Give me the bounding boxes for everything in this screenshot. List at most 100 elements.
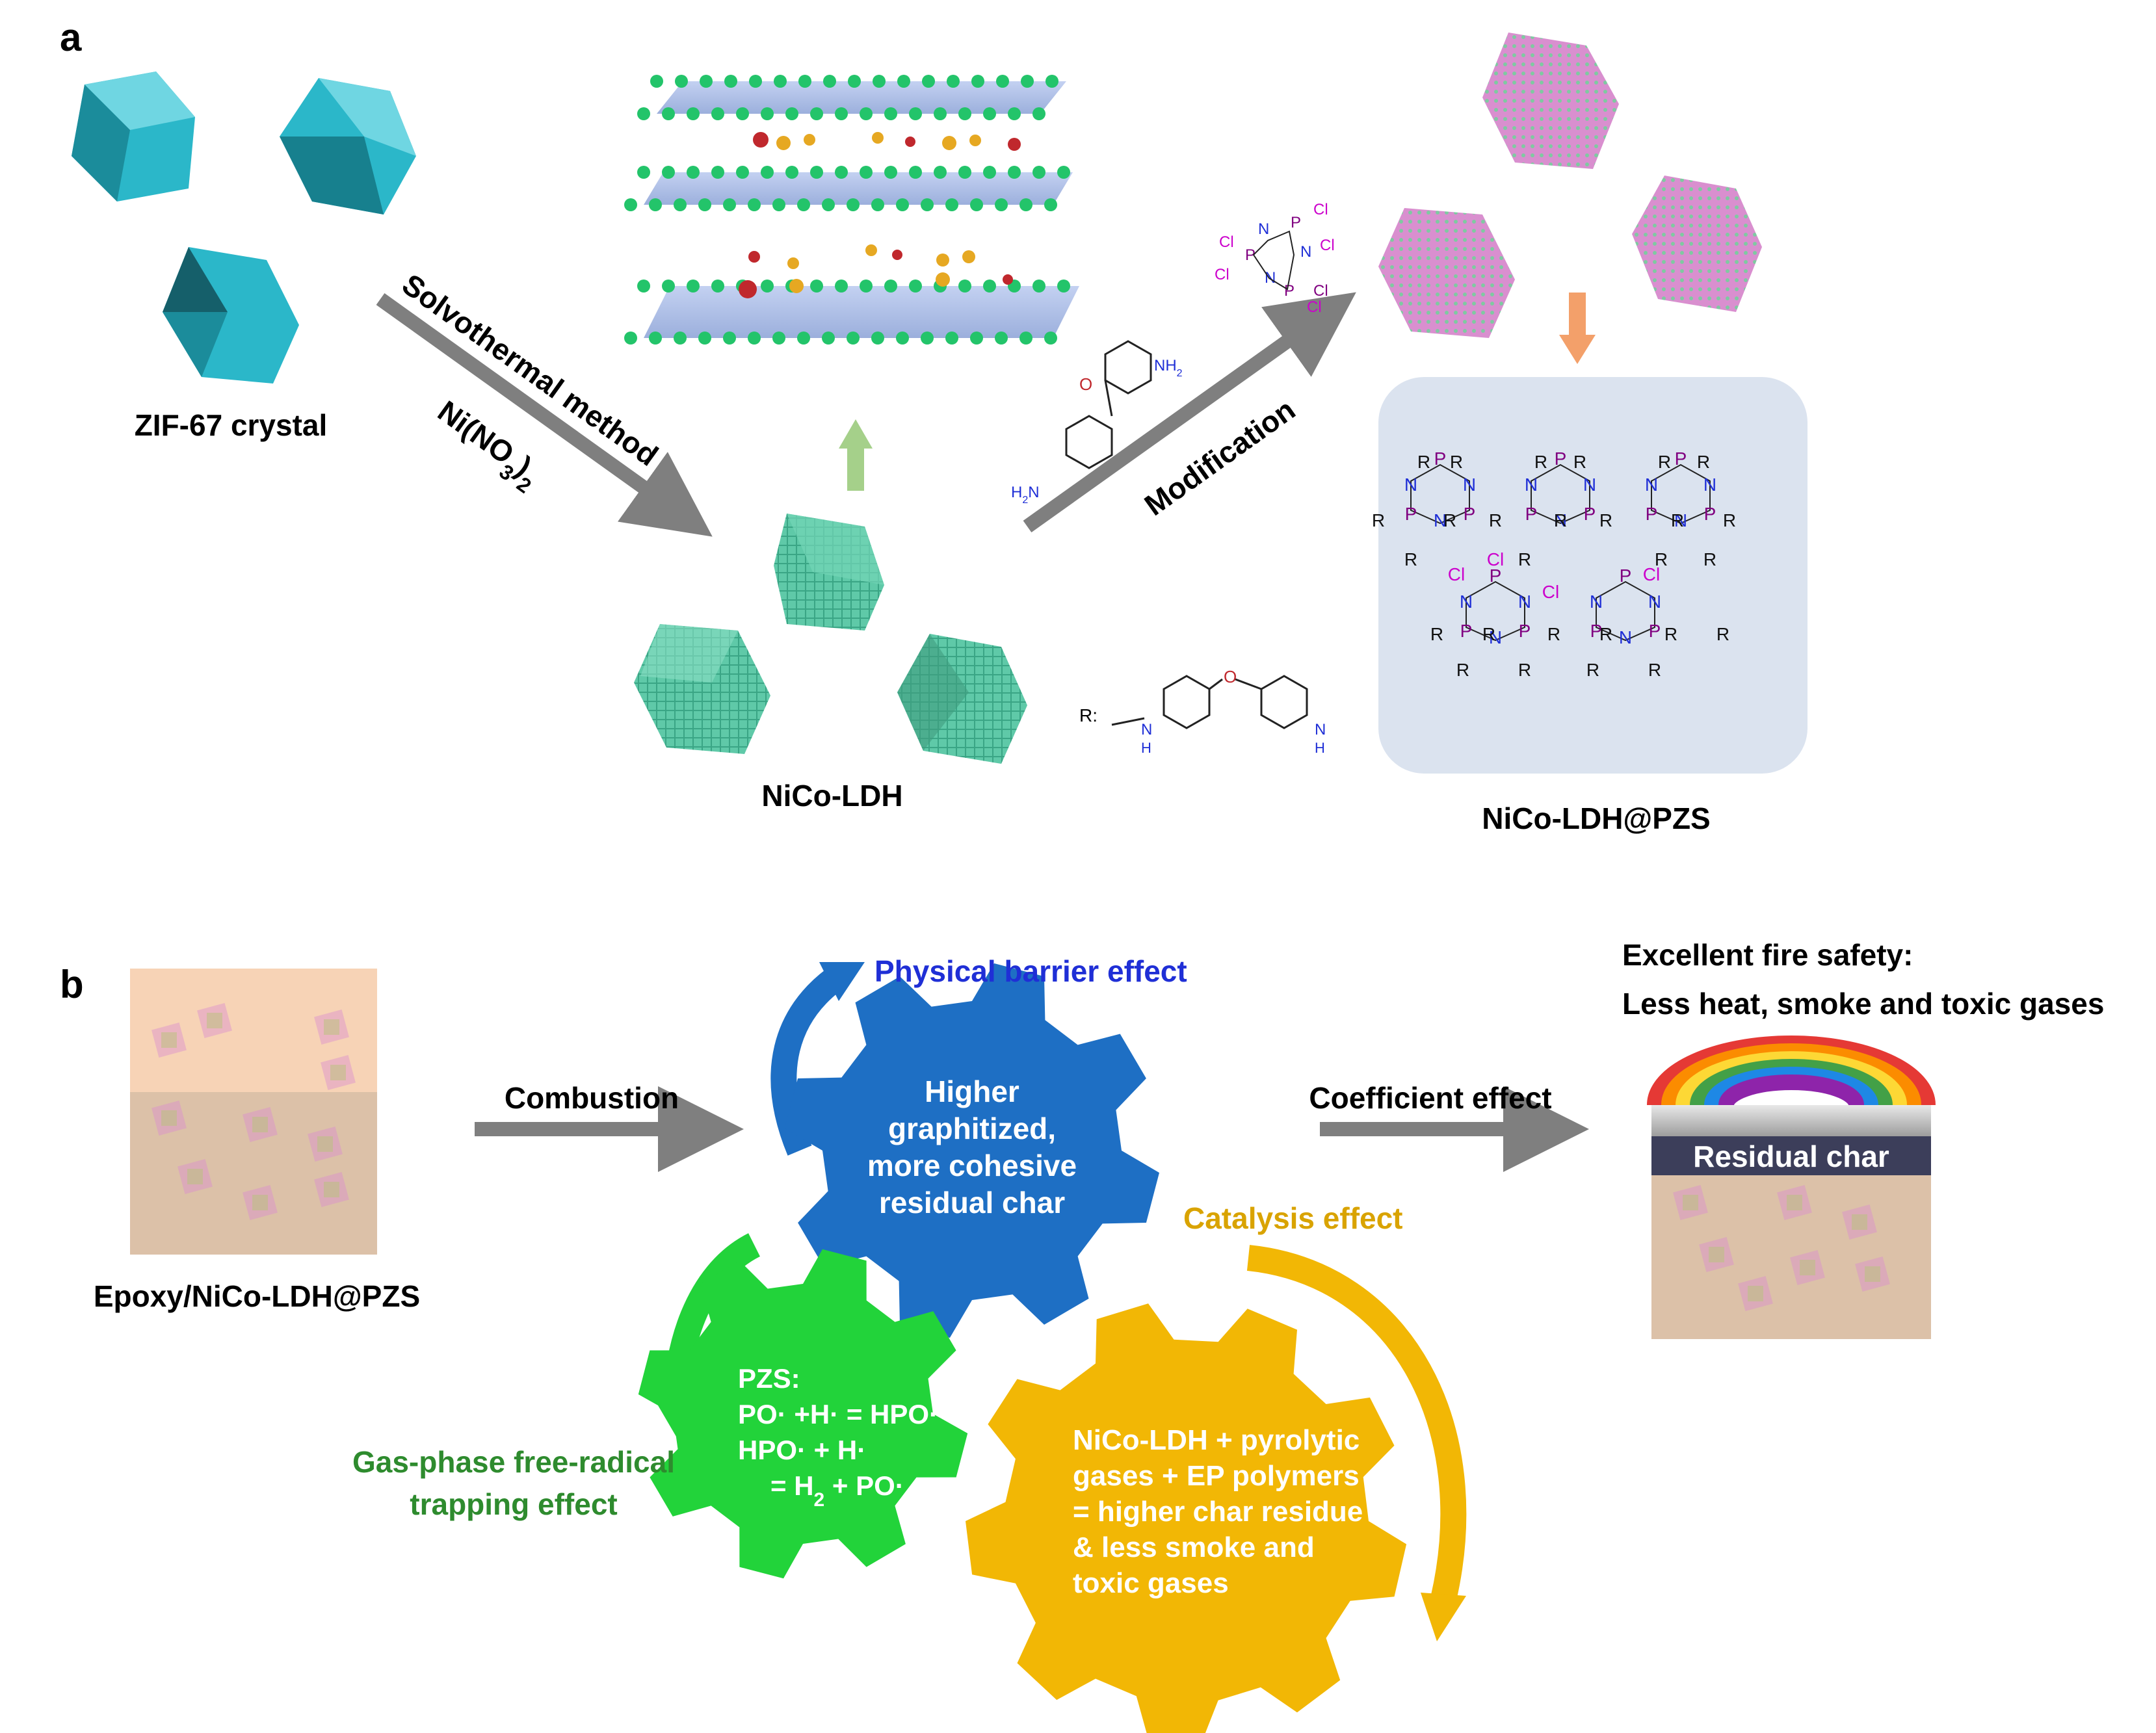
svg-text:P: P (1555, 449, 1567, 469)
oda-molecule: O NH2 H2N (1011, 340, 1183, 506)
panel-b-label: b (60, 963, 84, 1006)
svg-text:R: R (1518, 660, 1531, 680)
svg-text:R: R (1417, 452, 1430, 472)
epoxy-caption: Epoxy/NiCo-LDH@PZS (94, 1279, 420, 1313)
epoxy-composite-cube: Epoxy/NiCo-LDH@PZS (94, 969, 420, 1313)
svg-text:R:: R: (1079, 705, 1098, 725)
ldh-atoms (624, 75, 1070, 345)
panel-b: b Epoxy/NiCo-LDH@PZS Combustion (60, 938, 2104, 1733)
svg-text:Cl: Cl (1313, 201, 1328, 218)
svg-text:N: N (1489, 627, 1502, 647)
zif-crystal-2 (280, 78, 416, 215)
barrier-arrowhead (819, 962, 865, 1001)
green-gear-line-1: PZS: (738, 1363, 800, 1394)
physical-barrier-label: Physical barrier effect (874, 954, 1187, 988)
panel-a-label: a (60, 16, 82, 59)
char-inclusions (1673, 1185, 1890, 1311)
solvothermal-label: Solvothermal method (396, 267, 664, 473)
svg-text:N: N (1258, 220, 1269, 238)
svg-text:R: R (1450, 452, 1463, 472)
svg-text:Cl: Cl (1307, 298, 1322, 316)
svg-text:Cl: Cl (1313, 282, 1328, 300)
svg-text:P: P (1584, 504, 1596, 524)
pzs-particle-1 (1482, 33, 1619, 169)
panel-a: a ZIF-67 crystal Solvothermal m (60, 16, 1808, 835)
svg-text:P: P (1675, 449, 1687, 469)
svg-text:N: N (1463, 475, 1476, 495)
coefficient-arrow: Coefficient effect (1309, 1081, 1589, 1172)
svg-text:N: N (1315, 721, 1326, 738)
coefficient-label: Coefficient effect (1309, 1081, 1551, 1115)
svg-text:R: R (1655, 549, 1668, 569)
orange-down-arrow (1559, 293, 1596, 364)
svg-text:P: P (1646, 504, 1658, 524)
svg-text:Cl: Cl (1320, 237, 1335, 254)
fire-safety-title: Excellent fire safety: (1622, 938, 1913, 972)
svg-text:H: H (1141, 740, 1151, 756)
interlayer-molecules (739, 132, 1021, 298)
svg-text:N: N (1265, 269, 1276, 287)
svg-text:R: R (1716, 624, 1729, 644)
green-up-arrow (839, 419, 873, 491)
svg-text:P: P (1291, 214, 1301, 231)
svg-text:R: R (1534, 452, 1547, 472)
svg-text:N: N (1554, 510, 1567, 530)
solvothermal-arrow: Solvothermal method Ni(NO3)2 (376, 267, 713, 537)
svg-text:P: P (1245, 246, 1255, 264)
yellow-gear-line-3: = higher char residue (1073, 1496, 1363, 1528)
svg-text:N: N (1300, 243, 1311, 261)
ldh-particle-3 (897, 634, 1027, 764)
gears (638, 963, 1407, 1733)
blue-gear-line-2: graphitized, (888, 1112, 1056, 1145)
blue-gear (785, 963, 1159, 1338)
svg-text:R: R (1372, 510, 1385, 530)
modification-label: Modification (1138, 393, 1302, 523)
svg-text:Cl: Cl (1643, 564, 1660, 584)
svg-text:H2N: H2N (1011, 484, 1040, 506)
residual-char-label: Residual char (1693, 1140, 1889, 1173)
svg-text:Cl: Cl (1542, 582, 1559, 602)
svg-text:R: R (1443, 510, 1456, 530)
blue-gear-text: Higher graphitized, more cohesive residu… (867, 1075, 1077, 1219)
modification-arrow: Modification (1023, 292, 1356, 532)
nico-ldh-particles: NiCo-LDH (634, 514, 1027, 813)
nico-ldh-pzs-particles (1378, 33, 1762, 364)
zif-caption: ZIF-67 crystal (135, 408, 328, 442)
svg-text:N: N (1645, 475, 1658, 495)
svg-text:Cl: Cl (1219, 233, 1234, 251)
gas-phase-label-2: trapping effect (410, 1487, 617, 1521)
svg-text:N: N (1583, 475, 1596, 495)
ldh-particle-2 (634, 624, 770, 754)
svg-text:P: P (1464, 504, 1476, 524)
svg-text:N: N (1404, 475, 1417, 495)
svg-text:O: O (1224, 667, 1237, 686)
r-definition: R: O N H N H (1079, 667, 1326, 756)
zif-crystal-3 (163, 247, 299, 384)
combustion-label: Combustion (505, 1081, 679, 1115)
svg-text:P: P (1460, 621, 1473, 641)
yellow-gear-line-4: & less smoke and (1073, 1531, 1315, 1563)
rainbow (1647, 1036, 1936, 1106)
yellow-gear-text: NiCo-LDH + pyrolytic gases + EP polymers… (1073, 1424, 1363, 1599)
svg-text:R: R (1554, 510, 1567, 530)
green-gear (638, 1249, 968, 1579)
svg-text:R: R (1518, 549, 1531, 569)
svg-text:N: N (1590, 592, 1603, 612)
svg-text:P: P (1590, 621, 1603, 641)
yellow-gear-line-2: gases + EP polymers (1073, 1460, 1360, 1492)
green-gear-line-4: = H2 + PO· (770, 1470, 904, 1511)
cube-inclusions (151, 1003, 356, 1220)
svg-text:R: R (1664, 624, 1677, 644)
svg-text:P: P (1704, 504, 1716, 524)
svg-text:R: R (1599, 624, 1612, 644)
svg-text:Cl: Cl (1487, 549, 1504, 569)
pzs-particle-2 (1378, 208, 1515, 338)
svg-text:H: H (1315, 740, 1325, 756)
pzs-particle-3 (1632, 176, 1762, 312)
svg-text:N: N (1141, 721, 1152, 738)
svg-text:R: R (1586, 660, 1599, 680)
svg-text:P: P (1620, 566, 1632, 586)
svg-text:N: N (1619, 627, 1632, 647)
